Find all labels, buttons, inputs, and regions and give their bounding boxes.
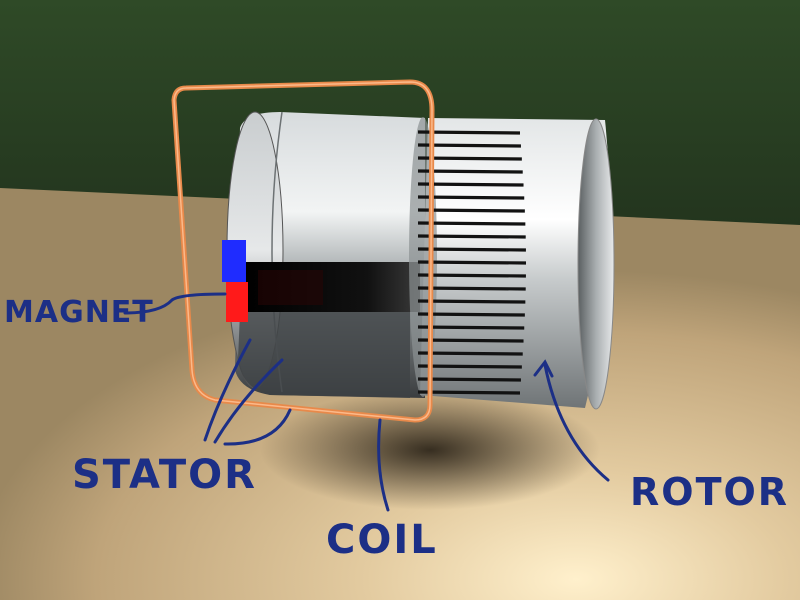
rotor-slot xyxy=(417,390,521,395)
rotor-slot xyxy=(417,286,526,291)
rotor-arrowhead xyxy=(533,359,554,378)
rotor-slots xyxy=(417,130,527,395)
rotor-slot xyxy=(417,260,527,265)
magnet xyxy=(222,240,248,322)
stator-label: STATOR xyxy=(72,452,257,498)
coil-pointer xyxy=(377,418,390,512)
rotor-slot xyxy=(417,221,526,226)
rotor-label: ROTOR xyxy=(630,470,789,514)
magnet-north-pole xyxy=(222,240,246,282)
rotor-slot xyxy=(417,364,522,369)
rotor-slot xyxy=(417,325,525,330)
rotor-slot xyxy=(417,182,524,187)
rotor-slot xyxy=(417,130,521,135)
rotor-slot xyxy=(417,351,523,356)
stator-pointer-2 xyxy=(213,358,284,444)
device-shadow xyxy=(260,390,600,510)
magnet-pointer xyxy=(123,292,227,315)
rotor-slot xyxy=(417,208,525,213)
rotor-slot xyxy=(417,247,526,252)
magnet-label: MAGNET xyxy=(4,295,154,330)
rotor-slot xyxy=(417,338,524,343)
rotor-slot xyxy=(417,312,525,317)
rotor-slot xyxy=(417,377,521,382)
stator-pointer-1 xyxy=(203,338,252,442)
rotor-slot xyxy=(417,234,526,239)
magnet-south-pole xyxy=(226,282,248,322)
coil-highlight xyxy=(173,81,433,421)
annotation-pointers xyxy=(123,292,610,512)
rotor-slot xyxy=(417,273,526,278)
rotor-slot xyxy=(417,169,523,174)
stator-pointer-3 xyxy=(223,408,292,446)
stator xyxy=(226,111,425,398)
rotor-slot xyxy=(417,195,525,200)
rotor-slot xyxy=(417,156,522,161)
rotor-slot xyxy=(417,143,521,148)
rotor-pointer xyxy=(543,363,610,482)
coil-label: COIL xyxy=(326,517,438,563)
rotor-slot xyxy=(417,299,526,304)
